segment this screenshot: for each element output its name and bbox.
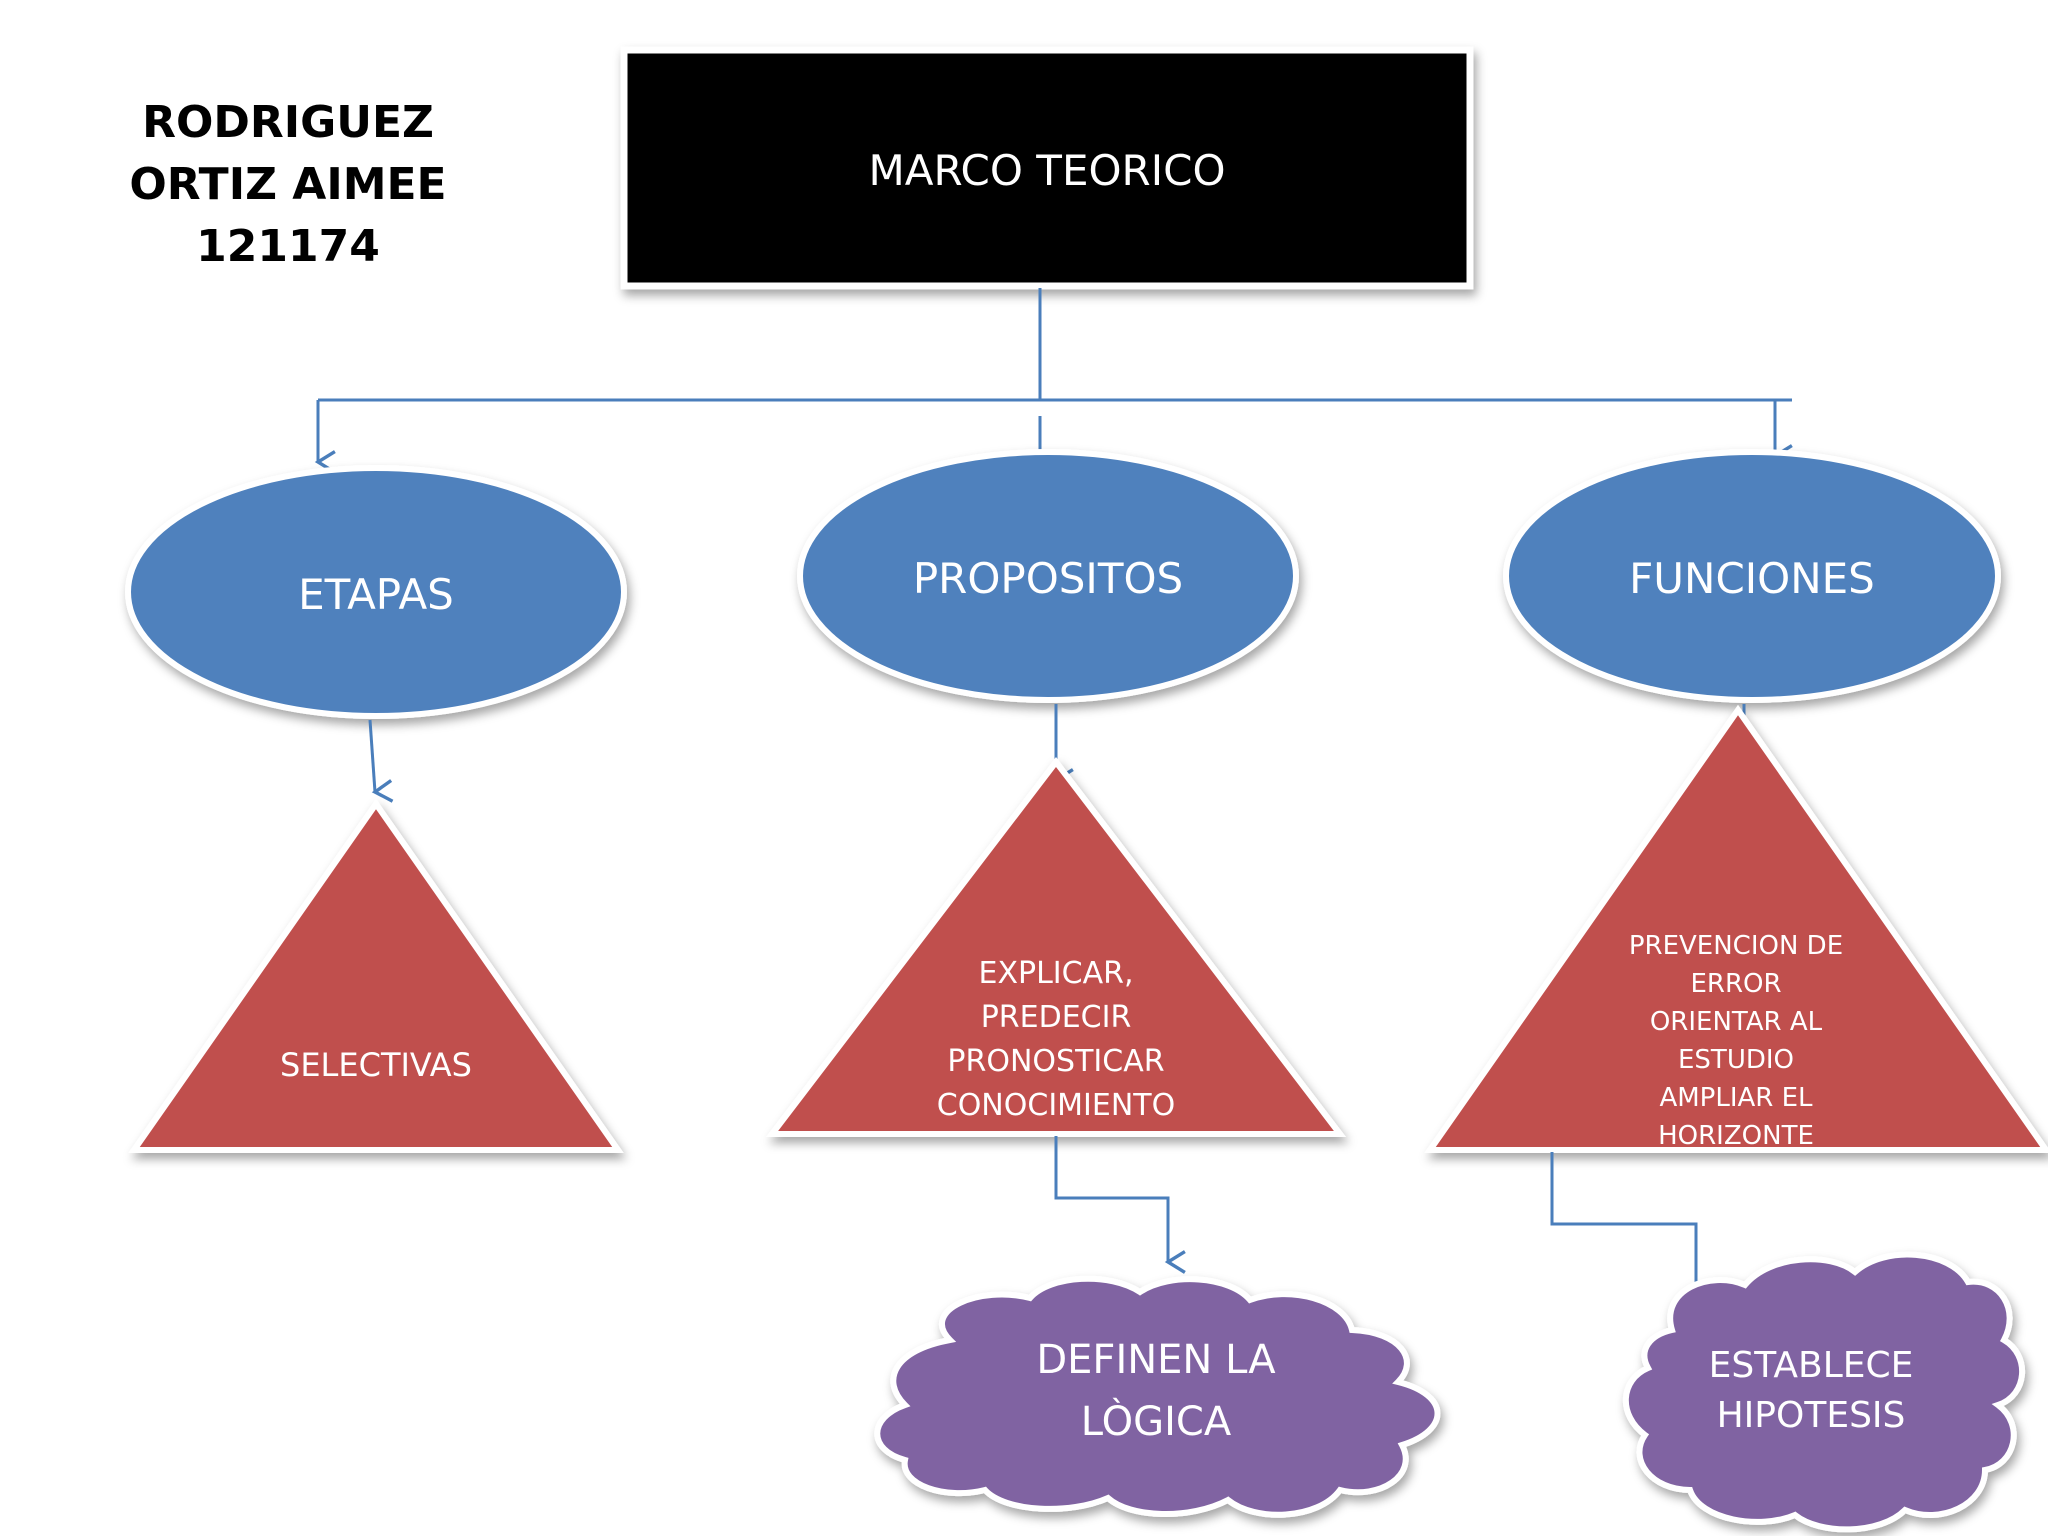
detail-label-funciones: PREVENCION DE ERROR ORIENTAR AL ESTUDIO … [1596,926,1876,1156]
category-text: FUNCIONES [1629,553,1875,603]
author-line: 121174 [196,221,380,272]
connectors-root-to-categories [314,288,1793,474]
detail-text-line: ESTUDIO [1678,1045,1794,1075]
detail-text-line: PREVENCION DE [1628,931,1844,961]
connector-propositos-to-outcome [1054,1136,1186,1274]
detail-text-line: SELECTIVAS [280,1046,472,1084]
root-node-text: MARCO TEORICO [868,145,1226,195]
outcome-text-line: ESTABLECE [1708,1345,1914,1386]
detail-text-line: AMPLIAR EL [1659,1083,1813,1113]
root-node-label: MARCO TEORICO [624,110,1470,230]
category-text: PROPOSITOS [912,553,1184,603]
author-line: RODRIGUEZ [142,97,434,148]
connectors-details-to-outcomes [1054,1136,1698,1286]
outcome-text-line: LÒGICA [1080,1399,1232,1445]
detail-triangle-etapas [128,798,624,1153]
detail-text-line: HORIZONTE [1658,1121,1814,1151]
connector-funciones-to-outcome [1550,1152,1698,1286]
detail-label-etapas: SELECTIVAS [226,1040,526,1090]
detail-text-line: ORIENTAR AL [1649,1007,1823,1037]
outcome-cloud-definen [874,1275,1441,1518]
category-ellipse-propositos [797,449,1299,703]
category-ellipse-funciones [1503,449,2001,703]
outcome-text-line: HIPOTESIS [1716,1395,1906,1436]
outcome-label-establece: ESTABLECE HIPOTESIS [1666,1336,1956,1446]
category-label-propositos: PROPOSITOS [800,536,1296,620]
category-label-funciones: FUNCIONES [1506,536,1998,620]
category-ellipse-etapas [125,465,627,719]
outcome-cloud-establece [1622,1251,2026,1533]
detail-text-line: ERROR [1690,969,1782,999]
root-node-box [620,46,1474,290]
detail-triangle-propositos [765,757,1347,1137]
category-text: ETAPAS [298,569,454,619]
detail-label-propositos: EXPLICAR, PREDECIR PRONOSTICAR CONOCIMIE… [896,950,1216,1130]
category-label-etapas: ETAPAS [128,552,624,636]
detail-text-line: EXPLICAR, [978,956,1134,991]
author-block: RODRIGUEZ ORTIZ AIMEE 121174 [108,92,468,278]
connector-etapas-to-detail [368,719,394,803]
detail-text-line: CONOCIMIENTO [936,1088,1176,1123]
detail-text-line: PRONOSTICAR [947,1044,1165,1079]
detail-triangle-funciones [1424,704,2048,1153]
author-line: ORTIZ AIMEE [129,159,447,210]
outcome-label-definen: DEFINEN LA LÒGICA [960,1326,1352,1456]
detail-text-line: PREDECIR [980,1000,1132,1035]
outcome-text-line: DEFINEN LA [1036,1337,1276,1383]
